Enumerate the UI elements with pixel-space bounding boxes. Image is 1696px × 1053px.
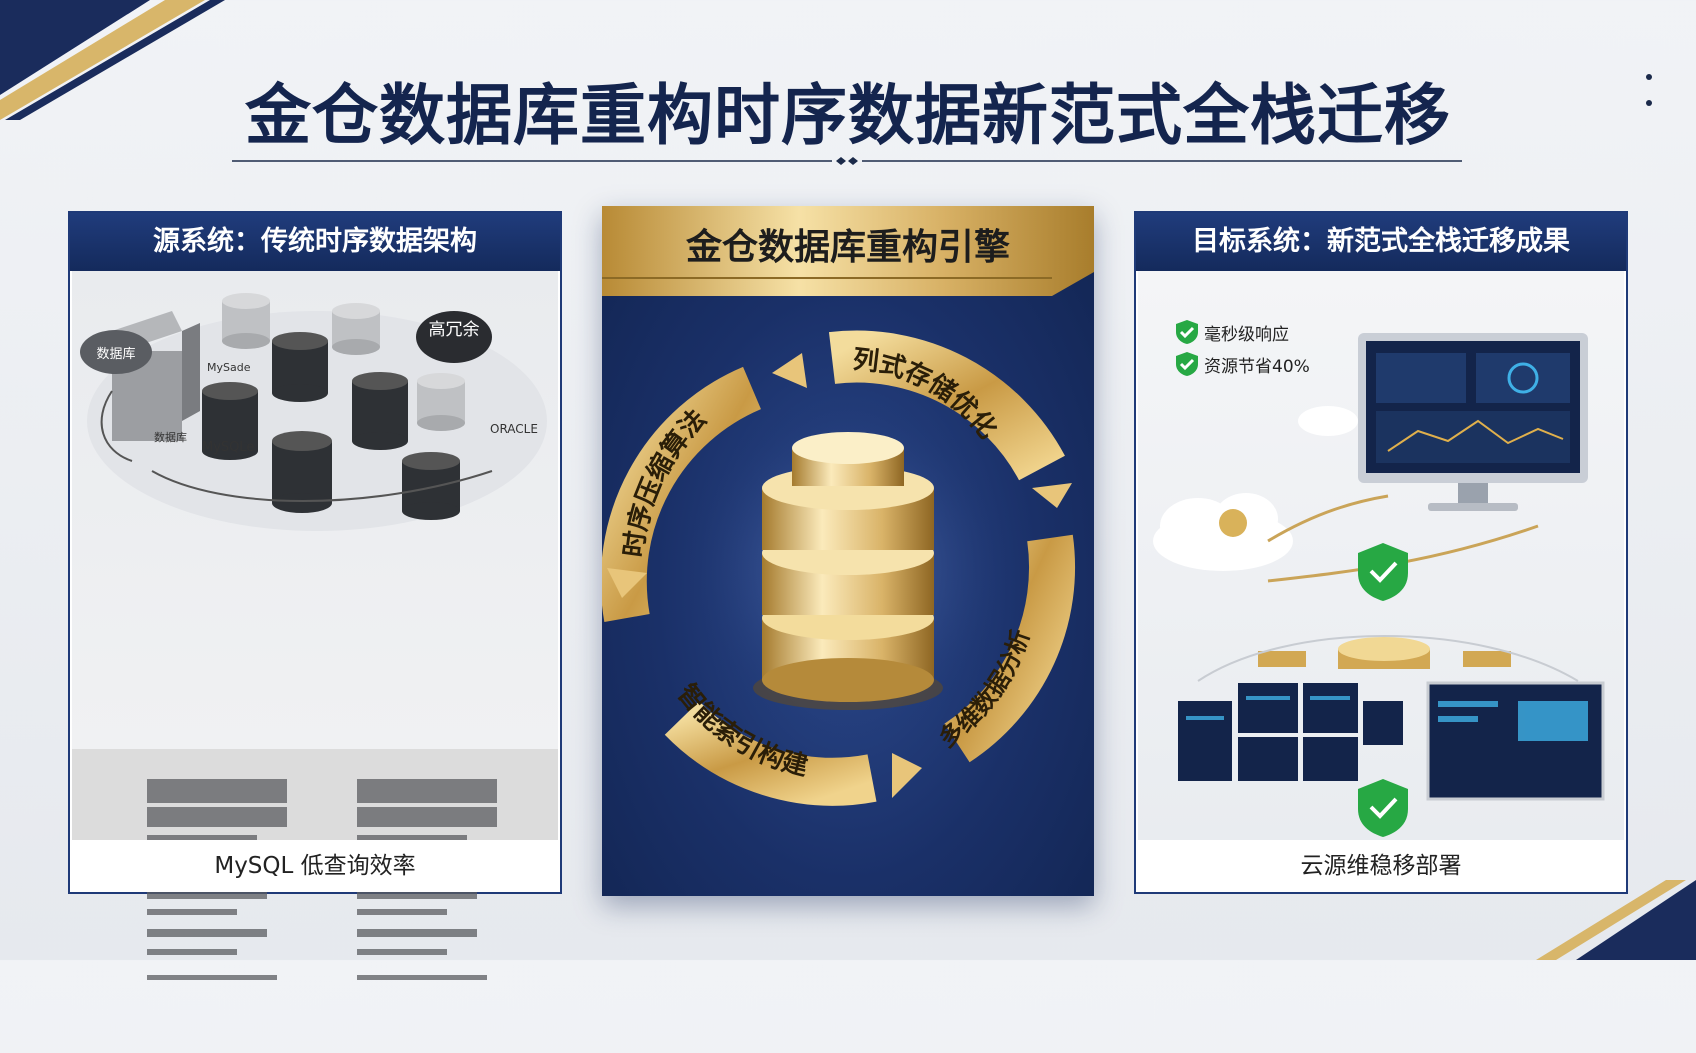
check-icon: [1176, 352, 1198, 376]
db-label: MySade: [207, 361, 251, 374]
source-system-panel: 源系统：传统时序数据架构: [68, 211, 562, 980]
more-options-icon[interactable]: [1644, 70, 1654, 116]
check-icon: [1176, 320, 1198, 344]
gold-disk-icon: [1258, 637, 1511, 669]
source-system-footer: MySQL 低查询效率: [70, 840, 560, 892]
db-label: 数据库: [154, 430, 187, 444]
check-label: 毫秒级响应: [1204, 324, 1289, 345]
db-label: ORACLE: [490, 422, 538, 436]
db-label: MySQLe: [202, 440, 254, 455]
cloud-icon: [1153, 493, 1293, 571]
check-item: 毫秒级响应: [1174, 319, 1289, 345]
monitor-icon: [1358, 333, 1588, 511]
legacy-architecture-illustration: 数据库 高冗余 MySade MySQLe ORACLE 数据库: [72, 271, 558, 749]
check-item: 资源节省40%: [1174, 351, 1310, 377]
refactor-engine-header: 金仓数据库重构引擎: [685, 227, 1010, 268]
page-title: 金仓数据库重构时序数据新范式全栈迁移: [245, 77, 1451, 154]
legacy-table-illustration: [72, 749, 558, 980]
title-divider: [232, 157, 1462, 165]
migration-result-illustration: 毫秒级响应 资源节省40%: [1138, 271, 1624, 840]
check-label: 资源节省40%: [1204, 356, 1310, 377]
refactor-cycle-diagram: 列式存储优化 时序压缩算法 智能索引构建 多维数据分析: [602, 330, 1075, 806]
target-system-header: 目标系统：新范式全栈迁移成果: [1136, 213, 1626, 271]
legacy-callout-database: 数据库: [96, 346, 135, 362]
legacy-callout-redundancy: 高冗余: [429, 320, 480, 340]
source-system-header: 源系统：传统时序数据架构: [70, 213, 560, 271]
refactor-engine-banner: [602, 206, 1094, 296]
gold-database-icon: [753, 432, 943, 710]
corner-decoration-top-left: [0, 0, 225, 120]
corner-decoration-bottom-right: [1536, 880, 1696, 960]
verified-shield-icon: [1358, 779, 1408, 837]
verified-shield-icon: [1358, 543, 1408, 601]
target-system-footer: 云源维稳移部署: [1136, 840, 1626, 892]
database-cylinder-icon: [202, 293, 465, 520]
target-system-panel: 目标系统：新范式全栈迁移成果 毫秒级响应 资源节省40%: [1134, 211, 1628, 894]
